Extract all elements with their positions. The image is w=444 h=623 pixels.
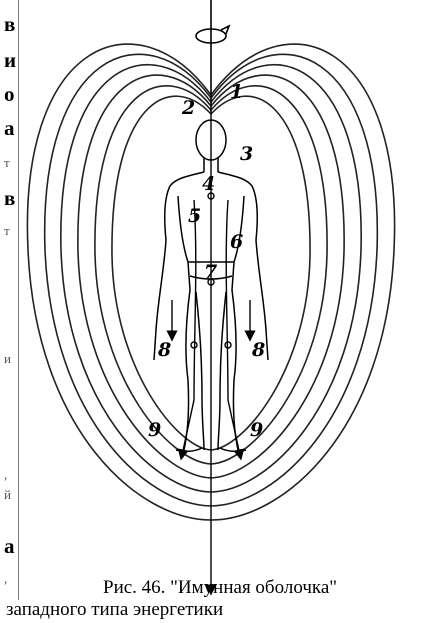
figure-label: 3 bbox=[240, 143, 253, 165]
left-fragment: т bbox=[4, 156, 10, 169]
figure-label: 8 bbox=[251, 339, 265, 361]
figure-label: 6 bbox=[230, 231, 243, 253]
figure-caption-continuation: западного типа энергетики bbox=[6, 599, 223, 621]
figure-label: 1 bbox=[230, 81, 243, 103]
left-fragment: и bbox=[4, 352, 11, 365]
left-fragment: , bbox=[4, 572, 7, 585]
left-fragment: о bbox=[4, 84, 15, 105]
figure-label: 8 bbox=[157, 339, 171, 361]
left-fragment: в bbox=[4, 14, 15, 35]
left-fragment: и bbox=[4, 50, 16, 71]
left-fragment: а bbox=[4, 536, 15, 557]
figure-label: 7 bbox=[204, 261, 217, 283]
left-fragment: в bbox=[4, 188, 15, 209]
left-fragment: , bbox=[4, 468, 7, 481]
figure-label: 5 bbox=[188, 205, 201, 227]
energy-shell-figure: 1 2 3 4 5 6 7 8 8 9 9 bbox=[18, 0, 444, 600]
left-fragment: т bbox=[4, 224, 10, 237]
figure-labels: 1 2 3 4 5 6 7 8 8 9 9 bbox=[148, 81, 265, 441]
left-fragment: й bbox=[4, 488, 11, 501]
figure-label: 9 bbox=[250, 419, 263, 441]
figure-label: 9 bbox=[148, 419, 161, 441]
left-fragment: а bbox=[4, 118, 15, 139]
figure-caption: Рис. 46. "Имунная оболочка" bbox=[103, 577, 337, 599]
figure-label: 2 bbox=[181, 97, 195, 119]
figure-label: 4 bbox=[202, 173, 215, 195]
